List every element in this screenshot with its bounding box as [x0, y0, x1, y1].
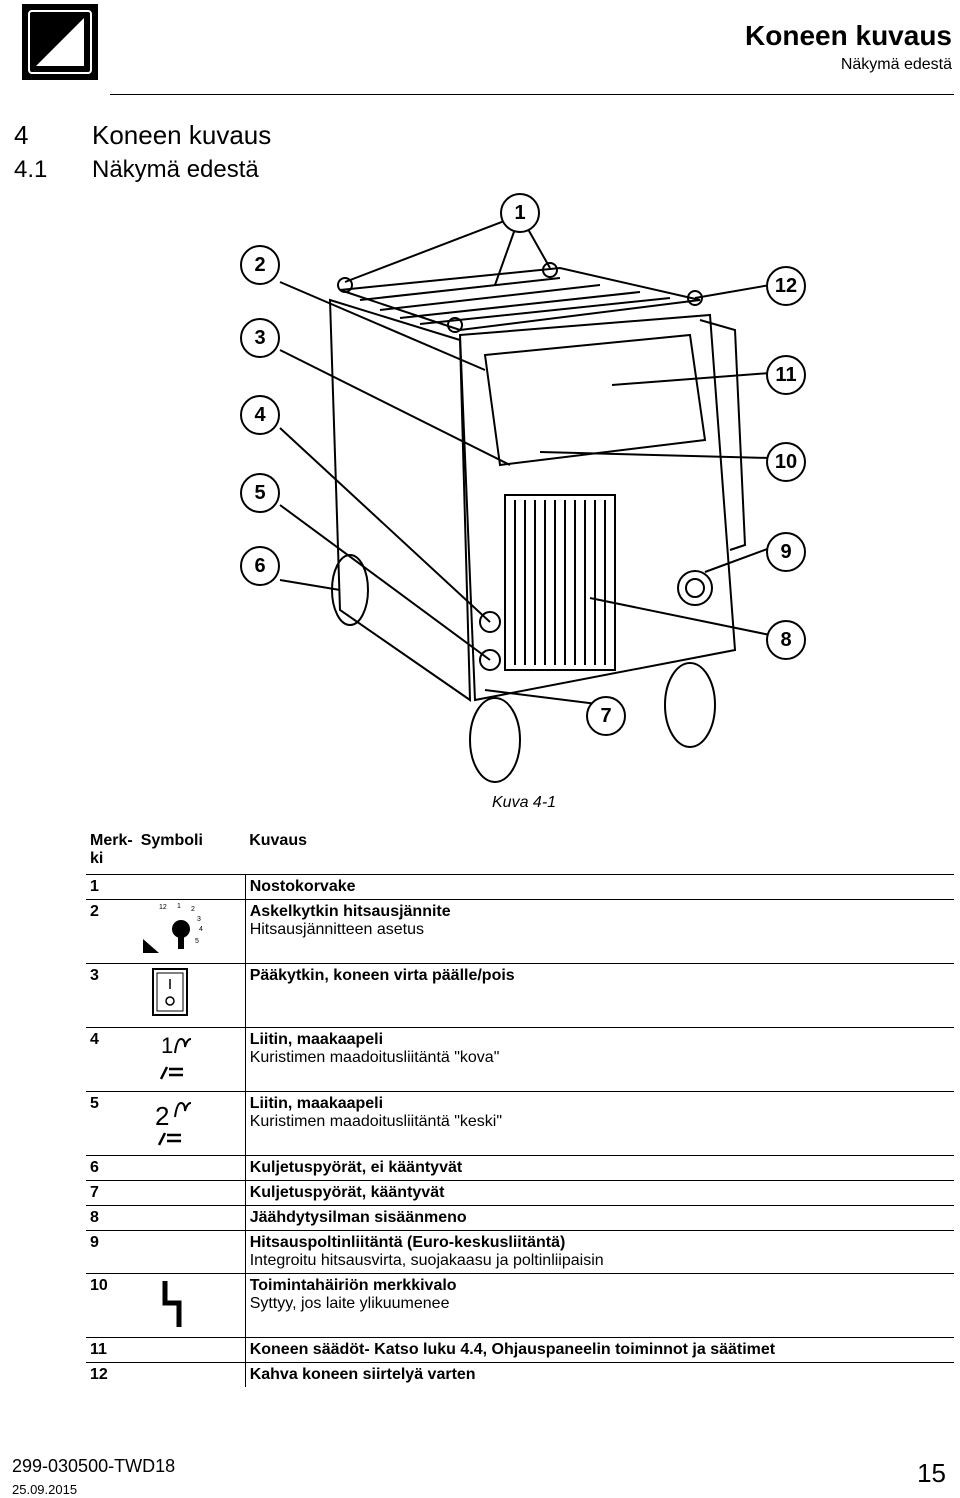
subsection-heading: 4.1 Näkymä edestä [14, 156, 259, 184]
row-mark: 8 [86, 1205, 137, 1231]
row-title: Koneen säädöt- Katso luku 4.4, Ohjauspan… [249, 1341, 776, 1358]
table-row: 2 12 1 2 3 4 5 Askelkytkin hitsausjännit… [86, 899, 954, 964]
subsection-number: 4.1 [14, 156, 48, 183]
header-title: Koneen kuvaus [745, 20, 952, 51]
row-title: Askelkytkin hitsausjännite [249, 903, 451, 920]
col-header-symbol: Symboli [136, 826, 246, 875]
section-title: Koneen kuvaus [92, 120, 272, 150]
row-subtitle: Integroitu hitsausvirta, suojakaasu ja p… [249, 1252, 604, 1269]
callout-12: 12 [766, 266, 806, 306]
row-symbol [136, 1337, 246, 1363]
row-title: Liitin, maakaapeli [249, 1095, 384, 1112]
table-row: 6 Kuljetuspyörät, ei kääntyvät [86, 1155, 954, 1181]
section-number: 4 [14, 120, 29, 150]
main-switch-icon [151, 968, 188, 1016]
callout-1: 1 [500, 193, 540, 233]
row-symbol [136, 963, 246, 1028]
table-row: 11 Koneen säädöt- Katso luku 4.4, Ohjaus… [86, 1337, 954, 1363]
row-mark: 1 [86, 874, 137, 900]
row-mark: 6 [86, 1155, 137, 1181]
row-title: Kuljetuspyörät, kääntyvät [249, 1184, 445, 1201]
row-symbol: 2 [136, 1091, 246, 1156]
row-subtitle: Syttyy, jos laite ylikuumenee [249, 1295, 450, 1312]
row-symbol [136, 1180, 246, 1206]
document-code: 299-030500-TWD18 [12, 1456, 176, 1476]
table-row: 8 Jäähdytysilman sisäänmeno [86, 1205, 954, 1231]
row-title: Kahva koneen siirtelyä varten [249, 1366, 476, 1383]
fault-lamp-icon [162, 1281, 182, 1327]
row-mark: 3 [86, 963, 137, 1028]
callout-10: 10 [766, 442, 806, 482]
row-mark: 5 [86, 1091, 137, 1156]
row-symbol [136, 1362, 246, 1387]
row-title: Kuljetuspyörät, ei kääntyvät [249, 1159, 463, 1176]
col-header-mark: Merk- ki [86, 826, 137, 875]
row-title: Liitin, maakaapeli [249, 1031, 384, 1048]
callout-2: 2 [240, 245, 280, 285]
ground-socket-2-icon: 2 [155, 1101, 191, 1146]
col-header-desc: Kuvaus [245, 826, 954, 875]
row-symbol [136, 874, 246, 900]
svg-text:2: 2 [155, 1101, 169, 1131]
callout-4: 4 [240, 395, 280, 435]
callout-5: 5 [240, 473, 280, 513]
callout-11: 11 [766, 355, 806, 395]
row-mark: 11 [86, 1337, 137, 1363]
callout-9: 9 [766, 532, 806, 572]
svg-text:1: 1 [177, 903, 181, 910]
row-mark: 7 [86, 1180, 137, 1206]
svg-text:1: 1 [161, 1033, 173, 1058]
svg-text:5: 5 [195, 938, 199, 945]
row-title: Hitsauspoltinliitäntä (Euro-keskusliitän… [249, 1234, 566, 1251]
row-symbol: 1 [136, 1027, 246, 1092]
row-mark: 9 [86, 1230, 137, 1274]
legend-table: Merk- ki Symboli Kuvaus 1 Nostokorvake 2… [86, 826, 954, 1387]
row-mark: 2 [86, 899, 137, 964]
voltage-selector-icon: 12 1 2 3 4 5 [142, 903, 203, 953]
subsection-title: Näkymä edestä [92, 156, 259, 183]
callout-6: 6 [240, 546, 280, 586]
section-heading: 4 Koneen kuvaus [14, 120, 271, 151]
row-title: Toimintahäiriön merkkivalo [249, 1277, 457, 1294]
svg-text:2: 2 [191, 906, 195, 913]
row-symbol [136, 1205, 246, 1231]
row-mark: 10 [86, 1273, 137, 1338]
document-date: 25.09.2015 [12, 1482, 78, 1497]
company-logo [22, 4, 98, 80]
table-row: 9 Hitsauspoltinliitäntä (Euro-keskusliit… [86, 1230, 954, 1274]
table-row: 12 Kahva koneen siirtelyä varten [86, 1362, 954, 1387]
row-subtitle: Hitsausjännitteen asetus [249, 921, 425, 938]
row-symbol: 12 1 2 3 4 5 [136, 899, 246, 964]
page-number: 15 [917, 1458, 946, 1488]
row-subtitle: Kuristimen maadoitusliitäntä "kova" [249, 1049, 500, 1066]
row-title: Jäähdytysilman sisäänmeno [249, 1209, 467, 1226]
table-row: 7 Kuljetuspyörät, kääntyvät [86, 1180, 954, 1206]
row-mark: 4 [86, 1027, 137, 1092]
ground-socket-1-icon: 1 [159, 1033, 191, 1080]
callout-3: 3 [240, 318, 280, 358]
figure-caption: Kuva 4-1 [492, 794, 557, 811]
header-subtitle: Näkymä edestä [840, 56, 952, 73]
machine-illustration [279, 214, 771, 783]
table-row: 1 Nostokorvake [86, 874, 954, 900]
row-title: Pääkytkin, koneen virta päälle/pois [249, 967, 515, 984]
row-subtitle: Kuristimen maadoitusliitäntä "keski" [249, 1113, 503, 1130]
svg-text:12: 12 [159, 904, 167, 911]
row-symbol [136, 1230, 246, 1274]
callout-7: 7 [586, 696, 626, 736]
header-divider [110, 94, 954, 95]
row-symbol [136, 1155, 246, 1181]
row-title: Nostokorvake [249, 878, 356, 895]
row-mark: 12 [86, 1362, 137, 1387]
row-symbol [136, 1273, 246, 1338]
callout-8: 8 [766, 620, 806, 660]
svg-text:3: 3 [197, 916, 201, 923]
svg-text:4: 4 [199, 926, 203, 933]
table-row: 3 Pääkytkin, koneen virta päälle/pois [86, 963, 954, 1028]
